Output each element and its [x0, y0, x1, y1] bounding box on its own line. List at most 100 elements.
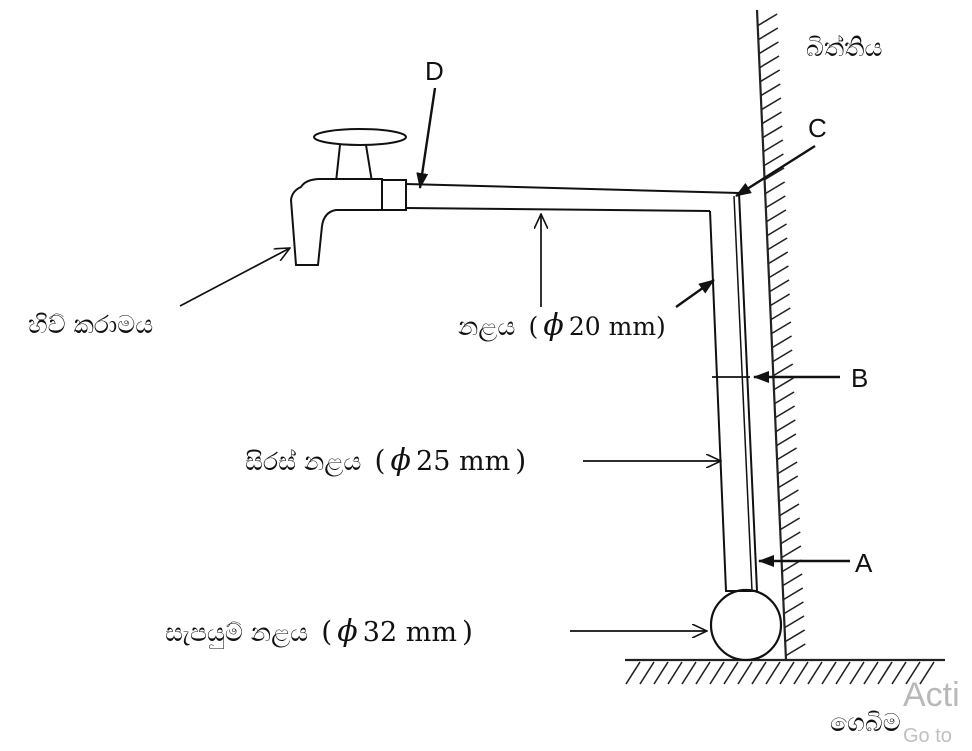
wall-hatch-stroke: [763, 153, 784, 167]
wall-hatch-stroke: [761, 125, 783, 139]
horizontal-pipe-top: [405, 183, 740, 194]
supply-open-paren: (: [321, 615, 332, 648]
wall-hatch-stroke: [778, 489, 799, 503]
riser-pipe-inner-wall: [733, 195, 753, 592]
floor-hatch-stroke: [639, 661, 655, 685]
wall-hatching: [756, 13, 806, 657]
wall-hatch-stroke: [773, 391, 795, 405]
floor-hatch-stroke: [779, 661, 795, 685]
wall-hatch-stroke: [766, 237, 788, 251]
floor-hatch-stroke: [737, 661, 753, 685]
floor-hatch-stroke: [751, 661, 767, 685]
floor-hatch-stroke: [653, 661, 669, 685]
floor-hatch-stroke: [863, 661, 879, 685]
floor-hatch-stroke: [919, 661, 935, 685]
wall-hatch-stroke: [758, 55, 780, 69]
wall-hatch-stroke: [766, 223, 787, 237]
riser-close-paren: ): [515, 444, 526, 477]
tap-handle: [313, 128, 407, 146]
floor-hatch-stroke: [723, 661, 739, 685]
wall-face: [755, 9, 788, 661]
label-supply-pipe: සැපයුම් නළය ( ϕ 32 mm ): [165, 614, 473, 649]
floor-hatch-stroke: [891, 661, 907, 685]
wall-hatch-stroke: [759, 83, 781, 97]
wall-hatch-stroke: [779, 517, 801, 531]
riser-open-paren: (: [374, 444, 385, 477]
wall-hatch-stroke: [771, 349, 793, 363]
wall-hatch-stroke: [775, 433, 797, 447]
wall-hatch-stroke: [764, 195, 786, 209]
label-riser-pipe: සිරස් නළය ( ϕ 25 mm ): [245, 443, 526, 478]
wall-hatch-stroke: [772, 363, 794, 377]
label-c: C: [808, 113, 827, 143]
wall-hatch-stroke: [778, 503, 800, 517]
floor-hatch-stroke: [765, 661, 781, 685]
wall-hatch-stroke: [776, 447, 797, 461]
wall-hatch-stroke: [761, 111, 782, 125]
wall-hatch-stroke: [769, 307, 791, 321]
floor-hatch-stroke: [877, 661, 893, 685]
wall-hatch-stroke: [768, 265, 789, 279]
pipe-20-name: නළය: [458, 312, 515, 342]
floor-hatch-stroke: [681, 661, 697, 685]
riser-pipe-outline: [709, 192, 759, 592]
watermark-line-2: Go to: [903, 725, 952, 747]
wall-hatch-stroke: [781, 573, 803, 587]
pipe-20-diameter-symbol: ϕ: [543, 308, 563, 343]
floor-hatch-stroke: [793, 661, 809, 685]
wall-hatch-stroke: [769, 293, 791, 307]
riser-diameter-symbol: ϕ: [390, 443, 410, 478]
arrow-d: [416, 87, 437, 189]
arrow-c: [735, 144, 816, 198]
floor-hatch-stroke: [667, 661, 683, 685]
wall-hatch-stroke: [773, 377, 794, 391]
wall-hatch-stroke: [771, 335, 792, 349]
arrow-pipe-20-lower: [675, 279, 715, 308]
horizontal-pipe-bottom: [405, 207, 711, 212]
supply-name: සැපයුම් නළය: [165, 618, 308, 649]
label-wall: බිත්තිය: [806, 33, 882, 62]
wall-hatch-stroke: [770, 321, 792, 335]
supply-diameter-symbol: ϕ: [337, 614, 357, 649]
tap-stem: [335, 144, 373, 183]
wall-hatch-stroke: [774, 405, 796, 419]
label-a: A: [855, 548, 873, 578]
wall-hatch-stroke: [784, 629, 806, 643]
label-b: B: [851, 363, 868, 393]
wall-hatch-stroke: [783, 601, 804, 615]
watermark-line-1: Acti: [903, 676, 960, 714]
supply-size: 32 mm: [363, 617, 457, 648]
wall-hatch-stroke: [756, 13, 778, 27]
wall-hatch-stroke: [757, 27, 779, 41]
pipe-20-open-paren: (: [528, 312, 538, 341]
riser-name: සිරස් නළය: [245, 447, 361, 477]
wall-hatch-stroke: [765, 209, 787, 223]
wall-hatch-stroke: [762, 139, 784, 153]
wall-hatch-stroke: [774, 419, 796, 433]
wall-hatch-stroke: [758, 41, 779, 55]
wall-hatch-stroke: [780, 545, 802, 559]
supply-close-paren: ): [462, 615, 473, 648]
riser-size: 25 mm: [416, 446, 510, 477]
label-floor: ගෙබිම: [830, 708, 901, 737]
floor-hatch-stroke: [905, 661, 921, 685]
supply-pipe-circle: [709, 588, 783, 662]
wall-hatch-stroke: [779, 531, 801, 545]
tap-body: [289, 178, 383, 266]
floor-hatch-stroke: [835, 661, 851, 685]
label-pipe-20: නළය ( ϕ 20 mm): [458, 308, 666, 343]
wall-hatch-stroke: [777, 475, 799, 489]
tap-graphic: [289, 128, 407, 266]
wall-hatch-stroke: [764, 181, 786, 195]
leader-arrows: [179, 87, 850, 631]
floor-hatch-stroke: [709, 661, 725, 685]
wall-hatch-stroke: [784, 643, 806, 657]
floor-hatching: [625, 661, 935, 685]
floor-hatch-stroke: [807, 661, 823, 685]
wall-hatch-stroke: [760, 97, 782, 111]
wall-hatch-stroke: [763, 167, 785, 181]
wall-hatch-stroke: [782, 587, 804, 601]
wall-hatch-stroke: [783, 615, 805, 629]
